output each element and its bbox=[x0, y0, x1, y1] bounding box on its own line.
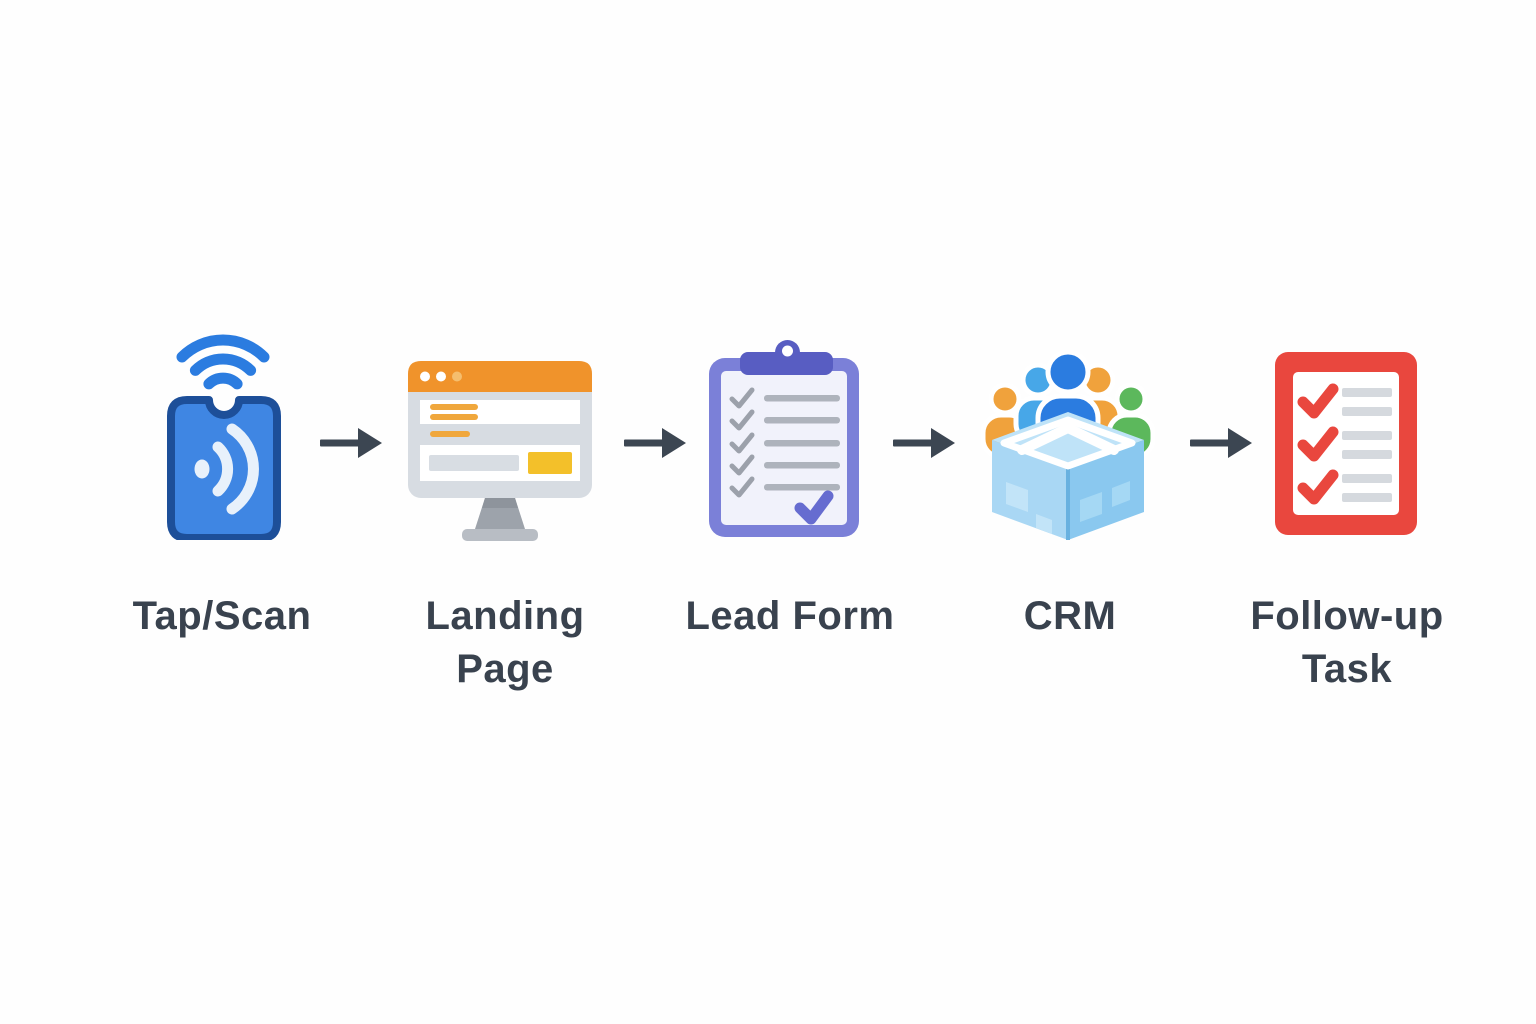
task-text-lines bbox=[1342, 388, 1392, 502]
page-input-field bbox=[429, 455, 519, 471]
crm-box bbox=[992, 412, 1144, 540]
right-arrow-icon bbox=[624, 425, 686, 461]
page-header-block bbox=[420, 400, 580, 424]
page-cta-button bbox=[528, 452, 572, 474]
browser-title-bar bbox=[408, 361, 592, 392]
step-label-follow-up-task: Follow-up Task bbox=[1250, 594, 1444, 691]
clipboard-checklist-icon bbox=[708, 340, 860, 540]
checklist-rows bbox=[729, 387, 755, 498]
right-arrow-icon bbox=[1190, 425, 1252, 461]
step-label-lead-form: Lead Form bbox=[685, 594, 895, 638]
monitor-base bbox=[462, 529, 538, 541]
step-label-tap-scan: Tap/Scan bbox=[132, 594, 312, 638]
crm-database-users-icon bbox=[978, 342, 1158, 542]
right-arrow-icon bbox=[893, 425, 955, 461]
nfc-waves-icon bbox=[194, 423, 259, 515]
wifi-signal-icon bbox=[176, 334, 270, 390]
followup-checklist-icon bbox=[1275, 352, 1417, 535]
step-label-landing-page: Landing Page bbox=[425, 594, 585, 691]
right-arrow-icon bbox=[320, 425, 382, 461]
task-checkmarks bbox=[1297, 383, 1339, 505]
step-label-crm: CRM bbox=[1023, 594, 1117, 638]
nfc-tap-icon bbox=[166, 326, 282, 540]
browser-window-dots-icon bbox=[420, 371, 462, 382]
browser-monitor-icon bbox=[408, 361, 592, 541]
clipboard-clip bbox=[740, 352, 833, 375]
big-checkmark-icon bbox=[794, 490, 834, 525]
